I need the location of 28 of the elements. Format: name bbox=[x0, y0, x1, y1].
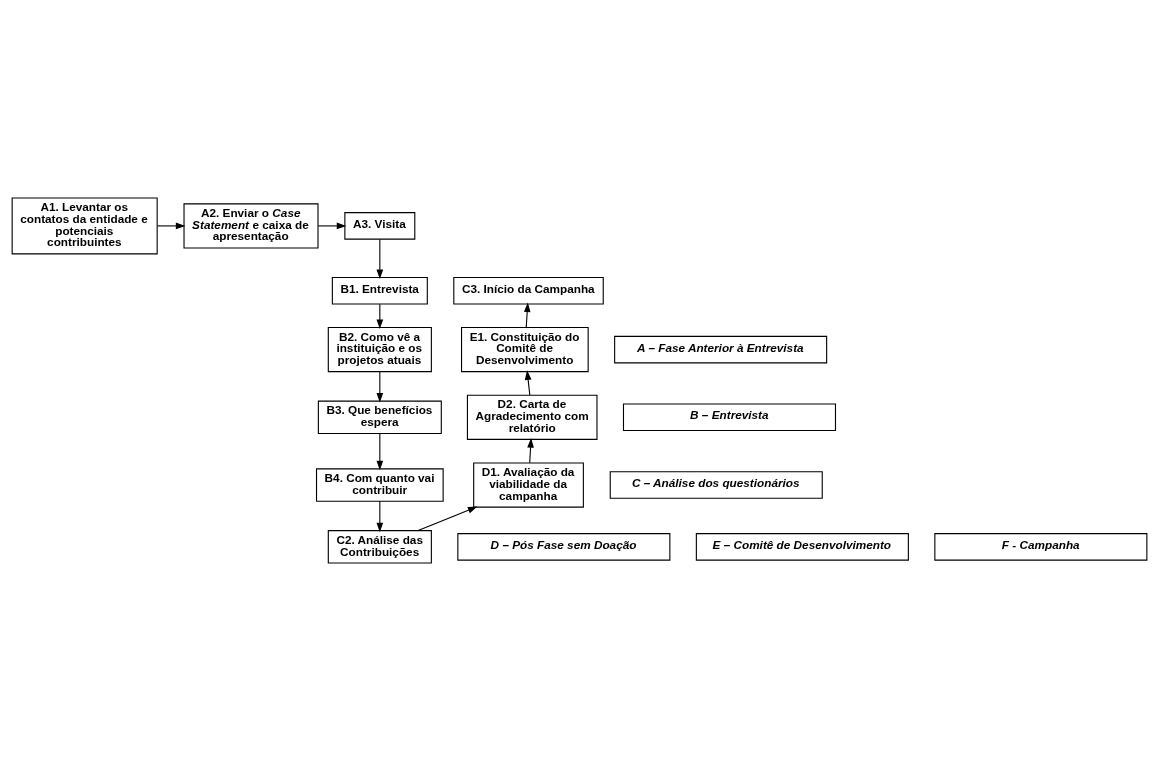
arrow bbox=[317, 222, 347, 230]
node-box: D1. Avaliação da viabilidade da campanha bbox=[473, 462, 584, 508]
node-box: B – Entrevista bbox=[622, 403, 837, 432]
node-box: E1. Constituição do Comitê de Desenvolvimento bbox=[461, 326, 589, 373]
arrow bbox=[376, 371, 384, 403]
arrow bbox=[417, 506, 478, 532]
arrow bbox=[376, 500, 384, 533]
node-box: A – Fase Anterior à Entrevista bbox=[614, 335, 828, 364]
node-box: B1. Entrevista bbox=[331, 276, 428, 305]
node-box: A1. Levantar os contatos da entidade e potenciais contribuintes bbox=[11, 197, 158, 255]
node-box: D2. Carta de Agradecimento com relatório bbox=[466, 394, 598, 440]
node-box: A2. Enviar o Case Statement e caixa de apresentação bbox=[183, 203, 319, 249]
node-box: B2. Como vê a instituição e os projetos atuais bbox=[327, 326, 432, 373]
node-box: E – Comitê de Desenvolvimento bbox=[695, 533, 909, 561]
node-box: C – Análise dos questionários bbox=[609, 471, 823, 499]
arrow bbox=[523, 302, 531, 328]
node-box: D – Pós Fase sem Doação bbox=[457, 533, 671, 561]
arrow bbox=[527, 438, 534, 464]
node-box: A3. Visita bbox=[344, 212, 416, 240]
node-box: C2. Análise das Contribuições bbox=[327, 530, 432, 564]
node-box: B3. Que benefícios espera bbox=[317, 400, 442, 435]
node-box: C3. Início da Campanha bbox=[453, 276, 604, 305]
arrow bbox=[524, 370, 532, 396]
node-box: F - Campanha bbox=[934, 533, 1148, 561]
node-box: B4. Com quanto vai contribuir bbox=[315, 468, 444, 502]
arrow bbox=[156, 222, 186, 230]
arrow bbox=[376, 433, 384, 471]
arrow bbox=[376, 238, 384, 280]
